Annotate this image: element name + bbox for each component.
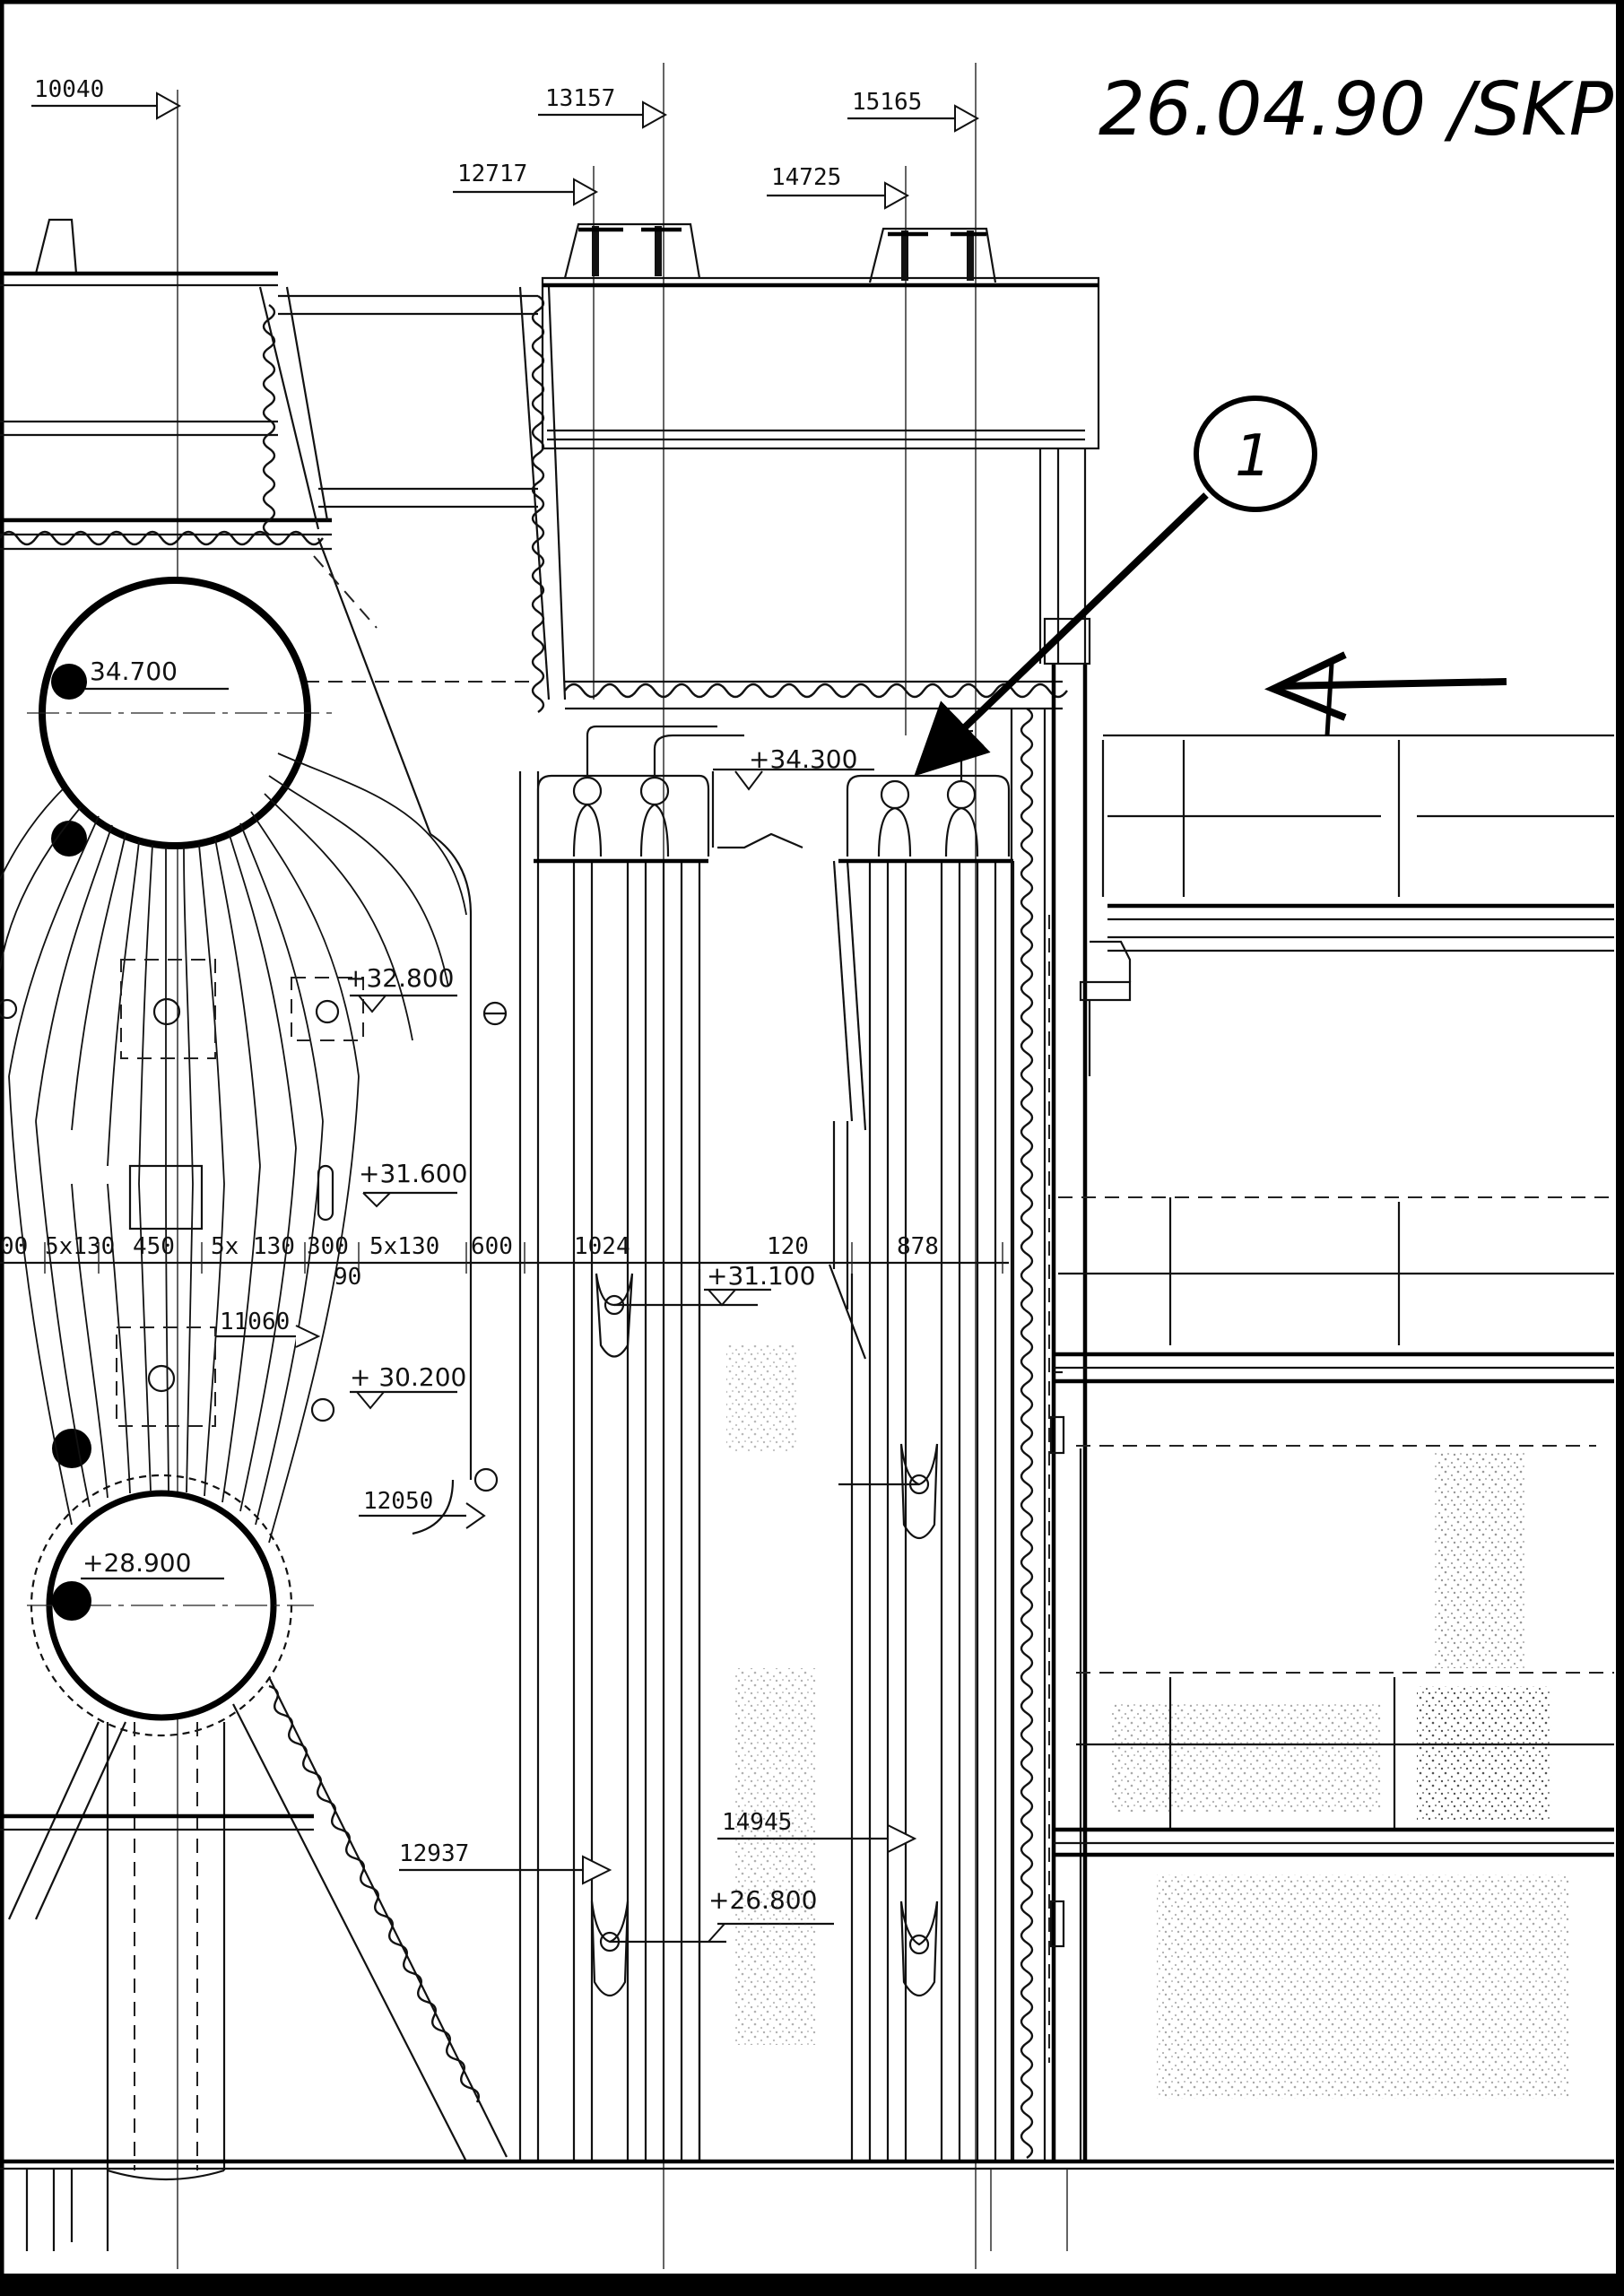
elevation-31600: +31.600 <box>359 1159 467 1188</box>
dimension-10040: 10040 <box>34 76 104 103</box>
upper-steam-drum <box>27 577 332 857</box>
hanger-symbols <box>0 959 508 1492</box>
dimension-12050: 12050 <box>363 1488 433 1515</box>
scan-noise <box>726 1345 1569 2099</box>
elevation-28900: +28.900 <box>83 1548 191 1578</box>
elevation-leaders <box>215 768 874 1529</box>
membrane-wall-right <box>1020 708 1034 2159</box>
dimension-12717: 12717 <box>457 161 527 187</box>
spacing-450: 450 <box>133 1233 175 1260</box>
spacing-90: 90 <box>334 1264 361 1291</box>
dimension-14725: 14725 <box>771 164 841 191</box>
elevation-30200: + 30.200 <box>350 1362 466 1392</box>
dimension-15165: 15165 <box>852 89 922 116</box>
elevation-34700: 34.700 <box>90 657 178 686</box>
tube-bank-right <box>717 729 1015 2161</box>
right-frame-band <box>1616 0 1624 2296</box>
spacing-600: 600 <box>471 1233 513 1260</box>
spacing-5x130-c: 5x130 <box>369 1233 439 1260</box>
spacing-5x130-a: 5x130 <box>45 1233 115 1260</box>
middle-baffle <box>698 771 867 2161</box>
spacing-120: 120 <box>767 1233 809 1260</box>
right-wall-lines <box>1010 617 1091 2161</box>
spacing-5x130-b: 5x 130 <box>211 1233 295 1260</box>
top-steel-structure <box>0 218 1100 664</box>
lower-mud-drum <box>27 1429 314 1737</box>
dimension-12937: 12937 <box>399 1840 469 1867</box>
spacing-dimension-row <box>0 1242 1009 1274</box>
elevation-32800: +32.800 <box>345 963 454 993</box>
bottom-frame-band <box>0 2274 1624 2296</box>
grid-lines <box>177 63 977 2269</box>
elevation-34300: +34.300 <box>749 744 857 774</box>
membrane-wall-diagonal <box>268 1684 480 2103</box>
flow-direction-arrow <box>1264 651 1507 736</box>
spacing-300: 300 <box>307 1233 349 1260</box>
handwritten-date-stamp: 26.04.90 /SKP <box>1099 67 1614 152</box>
riser-tubes-upper <box>0 752 467 1185</box>
spacing-00: 00 <box>0 1233 28 1260</box>
spacing-1024: 1024 <box>574 1233 630 1260</box>
dimension-13157: 13157 <box>545 85 615 112</box>
spacing-878: 878 <box>897 1233 939 1260</box>
elevation-31100: +31.100 <box>707 1261 815 1291</box>
membrane-wall-upper-mid <box>531 295 545 713</box>
dimension-11060: 11060 <box>220 1309 290 1335</box>
top-dimension-lines <box>31 91 980 210</box>
membrane-band-left <box>0 530 324 546</box>
callout-number: 1 <box>1235 423 1272 490</box>
lower-drum-supports <box>0 1676 508 2181</box>
membrane-band-mid <box>564 683 1068 699</box>
floor-band <box>0 2159 1614 2251</box>
downcomer-tubes-lower <box>8 1075 360 1544</box>
callout-1 <box>914 396 1317 777</box>
